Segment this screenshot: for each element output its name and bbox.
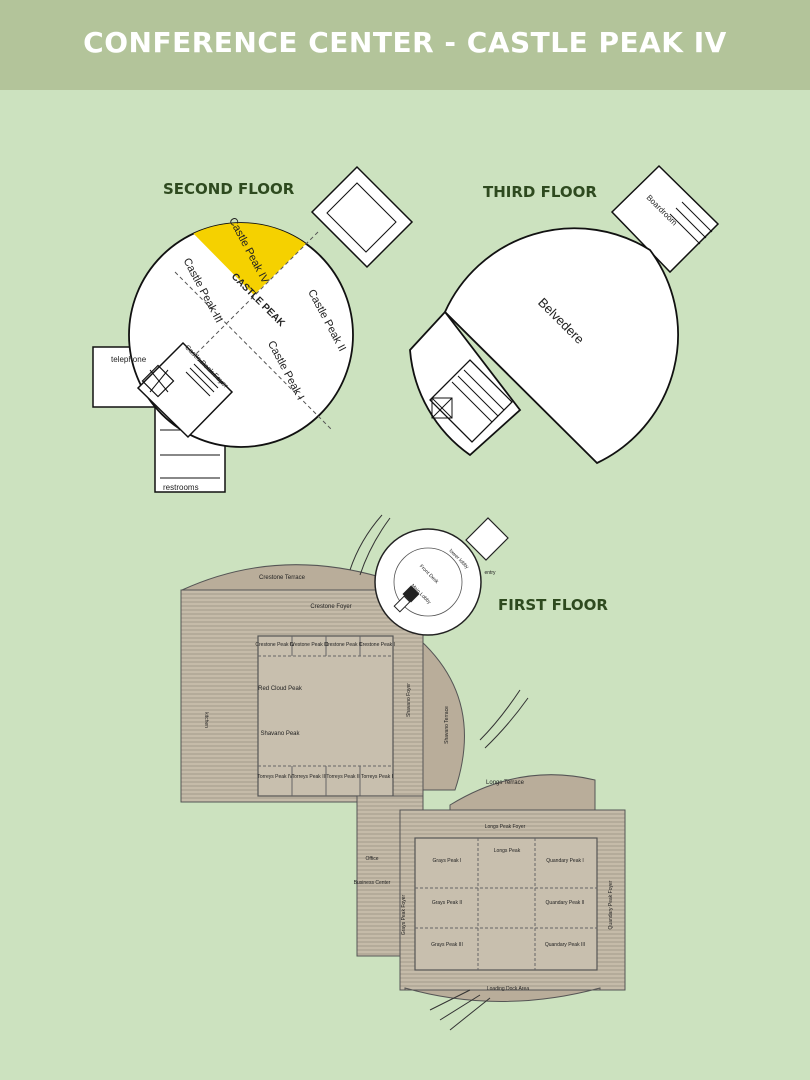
first-floor-label: FIRST FLOOR: [498, 596, 608, 614]
main-lobby-rotunda: [374, 528, 482, 636]
crestone-terrace-label: Crestone Terrace: [259, 575, 306, 581]
telephone-label: telephone: [111, 355, 147, 364]
first-floor-plan: Crestone Terrace Crestone Foyer Crestone…: [180, 514, 626, 1031]
torreys-room-i: Torreys Peak I: [361, 774, 393, 780]
longs-terrace: [449, 774, 596, 813]
longs-peak-label: Longs Peak: [494, 848, 521, 854]
crestone-foyer-label: Crestone Foyer: [310, 604, 351, 610]
business-center-label: Business Center: [354, 880, 391, 886]
shavano-terrace: [419, 638, 465, 791]
crestone-room-iv: Crestone Peak IV: [255, 642, 295, 648]
third-floor-label: THIRD FLOOR: [483, 183, 597, 201]
shavano-foyer-label: Shavano Foyer: [406, 683, 412, 717]
torreys-room-iv: Torreys Peak IV: [257, 774, 293, 780]
quandary-room-i: Quandary Peak I: [546, 858, 584, 864]
quandary-foyer-label: Quandary Peak Foyer: [608, 880, 614, 929]
longs-peak-foyer-label: Longs Peak Foyer: [485, 824, 526, 830]
shavano-terrace-label: Shavano Terrace: [444, 706, 450, 744]
grays-room-iii: Grays Peak III: [431, 942, 463, 948]
second-floor-stair-tower: [310, 165, 414, 269]
quandary-room-ii: Quandary Peak II: [546, 900, 585, 906]
entry-label: entry: [484, 570, 496, 576]
crestone-room-iii: Crestone Peak III: [290, 642, 329, 648]
restrooms-label: restrooms: [163, 483, 199, 492]
office-label: Office: [366, 856, 379, 862]
page-header: CONFERENCE CENTER - CASTLE PEAK IV: [0, 0, 810, 90]
red-cloud-label: Red Cloud Peak: [258, 686, 303, 692]
second-floor-label: SECOND FLOOR: [163, 180, 295, 198]
shavano-peak-label: Shavano Peak: [260, 731, 300, 737]
belvedere-room: [443, 227, 679, 465]
crestone-room-i: Crestone Peak I: [359, 642, 395, 648]
longs-terrace-label: Longs Terrace: [486, 780, 525, 786]
grays-room-ii: Grays Peak II: [432, 900, 462, 906]
torreys-room-iii: Torreys Peak III: [292, 774, 327, 780]
crestone-room-ii: Crestone Peak II: [324, 642, 361, 648]
second-floor-foyer-stairs: [136, 341, 234, 439]
grays-room-i: Grays Peak I: [433, 858, 462, 864]
kitchen-label: kitchen: [203, 712, 209, 728]
page-title: CONFERENCE CENTER - CASTLE PEAK IV: [83, 26, 727, 59]
second-floor-plan: Castle Peak IV Castle Peak III Castle Pe…: [92, 165, 414, 493]
loading-dock-label: Loading Dock Area: [487, 986, 529, 992]
torreys-room-ii: Torreys Peak II: [326, 774, 359, 780]
third-floor-plan: Belvedere Boardroom: [409, 164, 720, 465]
grays-foyer-label: Grays Peak Foyer: [401, 895, 407, 936]
quandary-room-iii: Quandary Peak III: [545, 942, 585, 948]
